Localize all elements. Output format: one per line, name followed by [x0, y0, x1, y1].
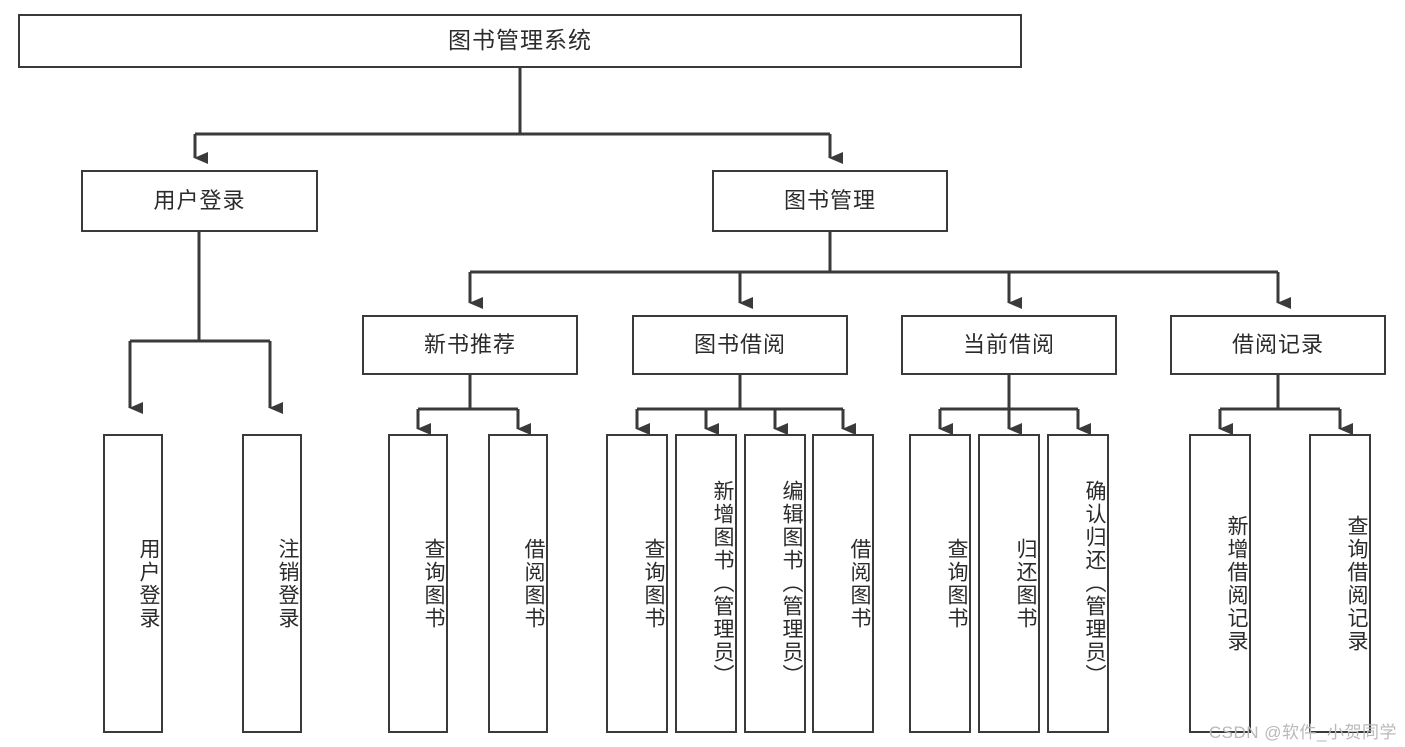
leaf-newbook-query-book[interactable]: 查询图书 — [388, 434, 448, 733]
node-current-borrow[interactable]: 当前借阅 — [901, 315, 1117, 375]
leaf-borrow-add-book-admin[interactable]: 新增图书（管理员） — [675, 434, 737, 733]
leaf-current-query-book[interactable]: 查询图书 — [909, 434, 971, 733]
leaf-user-login-login[interactable]: 用户登录 — [103, 434, 163, 733]
node-borrow-record[interactable]: 借阅记录 — [1170, 315, 1386, 375]
leaf-borrow-borrow-book[interactable]: 借阅图书 — [812, 434, 874, 733]
leaf-user-login-logout[interactable]: 注销登录 — [242, 434, 302, 733]
csdn-watermark: CSDN @软件_小贺同学 — [1208, 723, 1397, 742]
leaf-borrow-edit-book-admin[interactable]: 编辑图书（管理员） — [744, 434, 806, 733]
node-user-login[interactable]: 用户登录 — [81, 170, 318, 232]
node-book-borrow[interactable]: 图书借阅 — [632, 315, 848, 375]
leaf-current-confirm-return-admin[interactable]: 确认归还（管理员） — [1047, 434, 1109, 733]
leaf-record-query-record[interactable]: 查询借阅记录 — [1309, 434, 1371, 733]
node-book-management[interactable]: 图书管理 — [712, 170, 948, 232]
node-new-book-recommend[interactable]: 新书推荐 — [362, 315, 578, 375]
leaf-current-return-book[interactable]: 归还图书 — [978, 434, 1040, 733]
leaf-newbook-borrow-book[interactable]: 借阅图书 — [488, 434, 548, 733]
leaf-record-add-record[interactable]: 新增借阅记录 — [1189, 434, 1251, 733]
leaf-borrow-query-book[interactable]: 查询图书 — [606, 434, 668, 733]
node-root-system[interactable]: 图书管理系统 — [18, 14, 1022, 68]
